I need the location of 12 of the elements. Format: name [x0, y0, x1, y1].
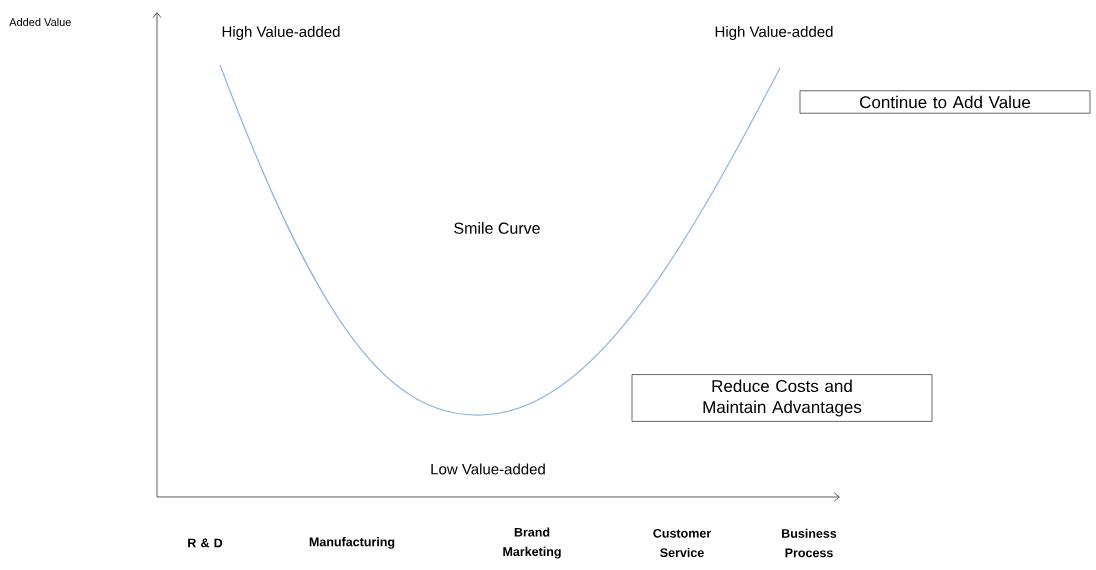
axis-label: Added Value: [9, 17, 71, 27]
category-label: Customer Service: [653, 528, 711, 558]
curve-label: High Value-added: [715, 26, 833, 40]
curve-title: Smile Curve: [454, 222, 540, 234]
text-box: Reduce Costs and Maintain Advantages: [631, 374, 933, 422]
curve-label: Low Value-added: [431, 463, 545, 475]
category-label: R & D: [188, 538, 223, 548]
category-label: Manufacturing: [309, 537, 395, 549]
category-label: Business Process: [782, 528, 837, 558]
category-label: Brand Marketing: [503, 527, 561, 559]
text-box: Continue to Add Value: [799, 90, 1091, 114]
curve-label: High Value-added: [222, 26, 340, 40]
